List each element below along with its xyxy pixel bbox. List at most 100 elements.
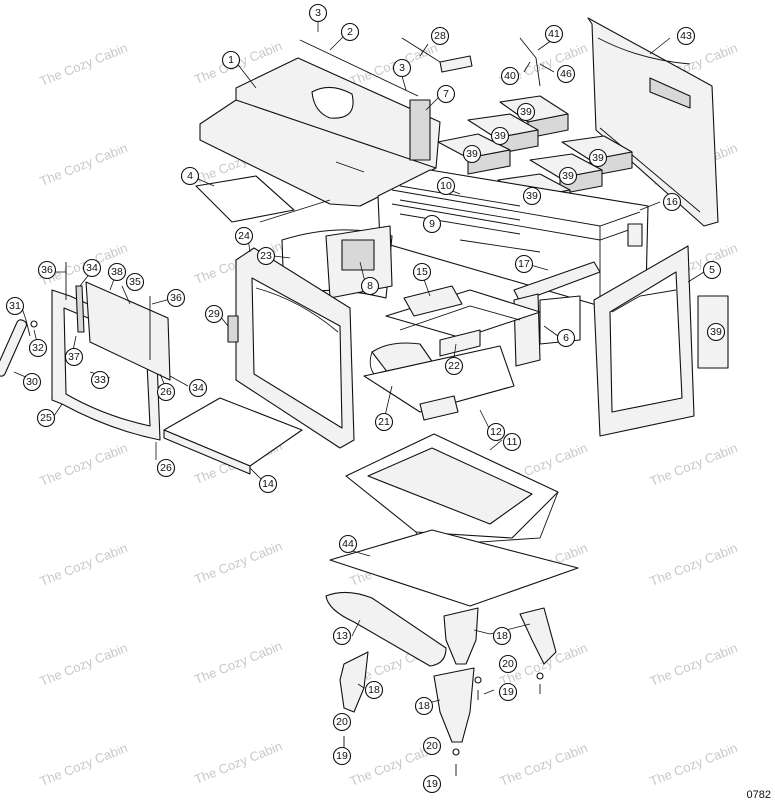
callout-39e: 39 bbox=[558, 166, 578, 186]
watermark-text: The Cozy Cabin bbox=[192, 638, 284, 687]
callout-12: 12 bbox=[486, 422, 506, 442]
callout-16: 16 bbox=[662, 192, 682, 212]
callout-36b: 36 bbox=[166, 288, 186, 308]
callout-37: 37 bbox=[64, 347, 84, 367]
svg-text:20: 20 bbox=[426, 740, 438, 752]
svg-text:39: 39 bbox=[520, 106, 532, 118]
callout-19c: 19 bbox=[422, 774, 442, 794]
svg-text:29: 29 bbox=[208, 308, 220, 320]
callout-33: 33 bbox=[90, 370, 110, 390]
svg-text:31: 31 bbox=[9, 300, 21, 312]
svg-text:24: 24 bbox=[238, 230, 250, 242]
callout-10: 10 bbox=[436, 176, 456, 196]
callout-29: 29 bbox=[204, 304, 224, 324]
callout-39a: 39 bbox=[516, 102, 536, 122]
callout-26b: 26 bbox=[156, 382, 176, 402]
callout-8: 8 bbox=[360, 276, 380, 296]
svg-text:3: 3 bbox=[399, 62, 405, 74]
callout-19a: 19 bbox=[498, 682, 518, 702]
callout-26a: 26 bbox=[156, 458, 176, 478]
part-grate bbox=[385, 285, 541, 357]
svg-text:26: 26 bbox=[160, 386, 172, 398]
callout-7: 7 bbox=[436, 84, 456, 104]
svg-text:44: 44 bbox=[342, 538, 354, 550]
svg-text:32: 32 bbox=[32, 342, 44, 354]
callout-20c: 20 bbox=[422, 736, 442, 756]
svg-text:18: 18 bbox=[418, 700, 430, 712]
part-glass-door bbox=[51, 262, 171, 441]
callout-39g: 39 bbox=[706, 322, 726, 342]
callout-43: 43 bbox=[676, 26, 696, 46]
svg-text:37: 37 bbox=[68, 351, 80, 363]
callout-23: 23 bbox=[256, 246, 276, 266]
svg-text:9: 9 bbox=[429, 218, 435, 230]
callout-22: 22 bbox=[444, 356, 464, 376]
part-baffle bbox=[195, 175, 331, 223]
callout-3b: 3 bbox=[392, 58, 412, 78]
callout-18a: 18 bbox=[492, 626, 512, 646]
svg-text:20: 20 bbox=[502, 658, 514, 670]
svg-text:18: 18 bbox=[496, 630, 508, 642]
svg-text:19: 19 bbox=[502, 686, 514, 698]
part-firebox-frame bbox=[377, 169, 649, 307]
svg-text:38: 38 bbox=[111, 266, 123, 278]
callout-32: 32 bbox=[28, 338, 48, 358]
watermark-text: The Cozy Cabin bbox=[38, 140, 130, 189]
part-side-panel bbox=[593, 245, 695, 437]
part-bottom-pan bbox=[363, 345, 515, 421]
svg-text:4: 4 bbox=[187, 170, 193, 182]
callout-14: 14 bbox=[258, 474, 278, 494]
watermark-text: The Cozy Cabin bbox=[498, 740, 590, 789]
callout-21: 21 bbox=[374, 412, 394, 432]
svg-text:34: 34 bbox=[86, 262, 98, 274]
svg-text:21: 21 bbox=[378, 416, 390, 428]
watermark-text: The Cozy Cabin bbox=[648, 440, 740, 489]
callout-4: 4 bbox=[180, 166, 200, 186]
svg-text:19: 19 bbox=[426, 778, 438, 790]
watermark-text: The Cozy Cabin bbox=[648, 640, 740, 689]
callout-15: 15 bbox=[412, 262, 432, 282]
watermark-text: The Cozy Cabin bbox=[648, 740, 740, 789]
callout-17: 17 bbox=[514, 254, 534, 274]
callout-24: 24 bbox=[234, 226, 254, 246]
callout-44: 44 bbox=[338, 534, 358, 554]
svg-text:3: 3 bbox=[315, 7, 321, 19]
part-top-rods bbox=[299, 37, 541, 97]
svg-text:10: 10 bbox=[440, 180, 452, 192]
callout-18c: 18 bbox=[414, 696, 434, 716]
callout-1: 1 bbox=[221, 50, 241, 70]
callout-30: 30 bbox=[22, 372, 42, 392]
svg-text:25: 25 bbox=[40, 412, 52, 424]
callout-34b: 34 bbox=[188, 378, 208, 398]
svg-text:20: 20 bbox=[336, 716, 348, 728]
callout-20a: 20 bbox=[498, 654, 518, 674]
part-pedestal-base bbox=[345, 433, 559, 547]
callout-35: 35 bbox=[125, 272, 145, 292]
svg-text:6: 6 bbox=[563, 332, 569, 344]
svg-text:36: 36 bbox=[170, 292, 182, 304]
watermark-text: The Cozy Cabin bbox=[38, 40, 130, 89]
diagram-reference-code: 0782 bbox=[746, 789, 771, 801]
svg-text:39: 39 bbox=[592, 152, 604, 164]
svg-text:19: 19 bbox=[336, 750, 348, 762]
callout-34a: 34 bbox=[82, 258, 102, 278]
part-legs bbox=[339, 607, 557, 743]
watermark-text: The Cozy Cabin bbox=[38, 740, 130, 789]
svg-text:16: 16 bbox=[666, 196, 678, 208]
svg-text:41: 41 bbox=[548, 28, 560, 40]
svg-text:17: 17 bbox=[518, 258, 530, 270]
callout-28: 28 bbox=[430, 26, 450, 46]
watermark-text: The Cozy Cabin bbox=[648, 540, 740, 589]
svg-text:12: 12 bbox=[490, 426, 502, 438]
svg-text:22: 22 bbox=[448, 360, 460, 372]
svg-text:23: 23 bbox=[260, 250, 272, 262]
watermark-text: The Cozy Cabin bbox=[192, 738, 284, 787]
callout-46: 46 bbox=[556, 64, 576, 84]
part-door-frame bbox=[227, 247, 355, 449]
svg-text:30: 30 bbox=[26, 376, 38, 388]
part-door-handle bbox=[0, 319, 38, 377]
svg-text:39: 39 bbox=[562, 170, 574, 182]
watermark-text: The Cozy Cabin bbox=[38, 640, 130, 689]
svg-text:28: 28 bbox=[434, 30, 446, 42]
